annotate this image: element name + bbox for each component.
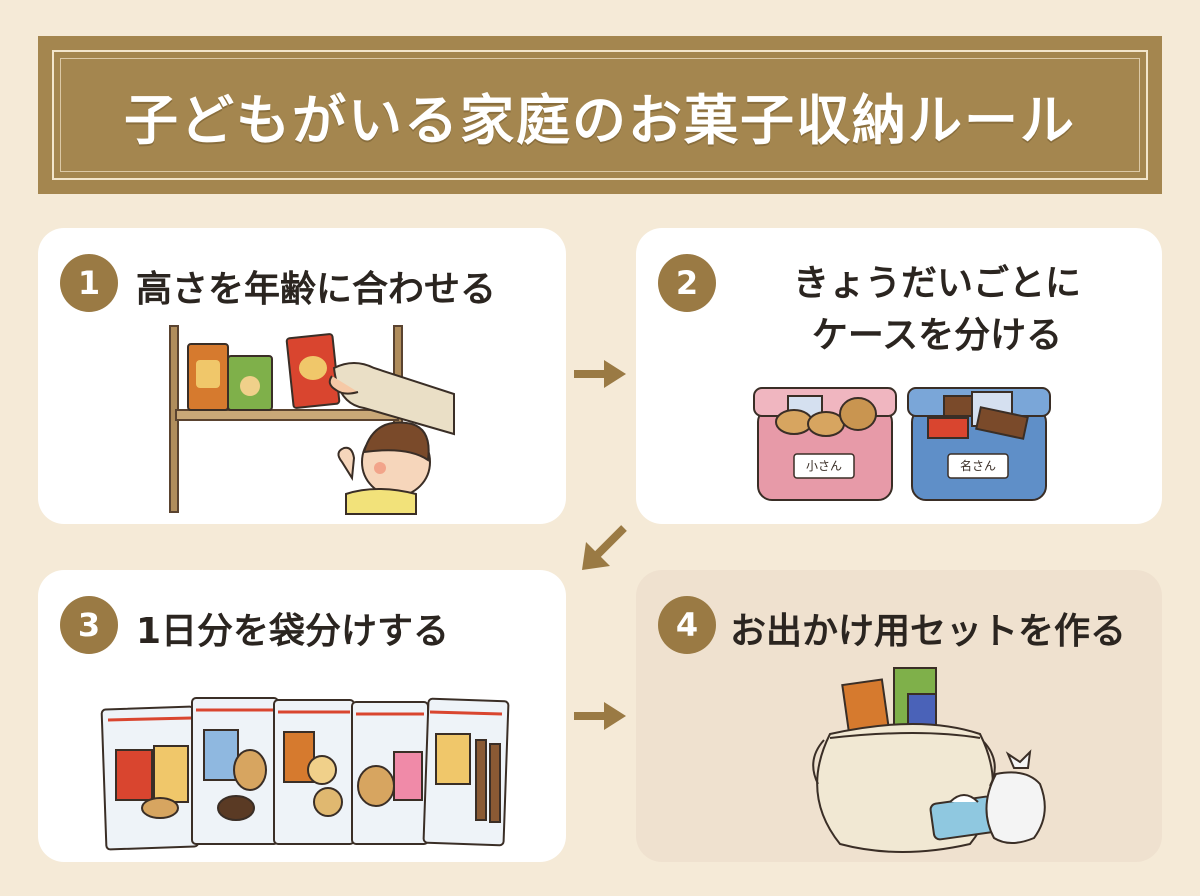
step-card-1: 1 高さを年齢に合わせる — [38, 228, 566, 524]
banner-frame — [52, 50, 1148, 180]
step-title: お出かけ用セットを作る — [730, 611, 1127, 652]
arrow-right-icon — [574, 360, 626, 388]
case-label-1: 小さん — [806, 459, 842, 473]
step-card-3: 3 1日分を袋分けする — [38, 570, 566, 862]
step-number-badge: 4 — [658, 596, 716, 654]
daily-snack-bags-icon — [100, 697, 510, 851]
arrow-right-icon — [574, 702, 626, 730]
step-number-badge: 2 — [658, 254, 716, 312]
step-title: 高さを年齢に合わせる — [136, 269, 497, 310]
two-snack-cases-icon: 小さん 名さん — [753, 387, 1051, 501]
case-label-2: 名さん — [960, 458, 996, 473]
title-banner: 子どもがいる家庭のお菓子収納ルール — [38, 36, 1162, 194]
step-number-badge: 1 — [60, 254, 118, 312]
drawstring-bag-set-icon — [812, 667, 1046, 853]
page-title: 子どもがいる家庭のお菓子収納ルール — [124, 88, 1076, 152]
step-title-line2: ケースを分ける — [811, 315, 1063, 356]
step-card-4: 4 お出かけ用セットを作る — [636, 570, 1162, 862]
step-card-2: 2 きょうだいごとに ケースを分ける 小さん 名さん — [636, 228, 1162, 524]
step-title-line1: きょうだいごとに — [792, 263, 1081, 304]
step-number-badge: 3 — [60, 596, 118, 654]
arrow-down-left-icon — [582, 525, 627, 570]
shelf-with-snacks-and-child-icon — [169, 325, 455, 515]
step-title: 1日分を袋分けする — [136, 611, 450, 652]
